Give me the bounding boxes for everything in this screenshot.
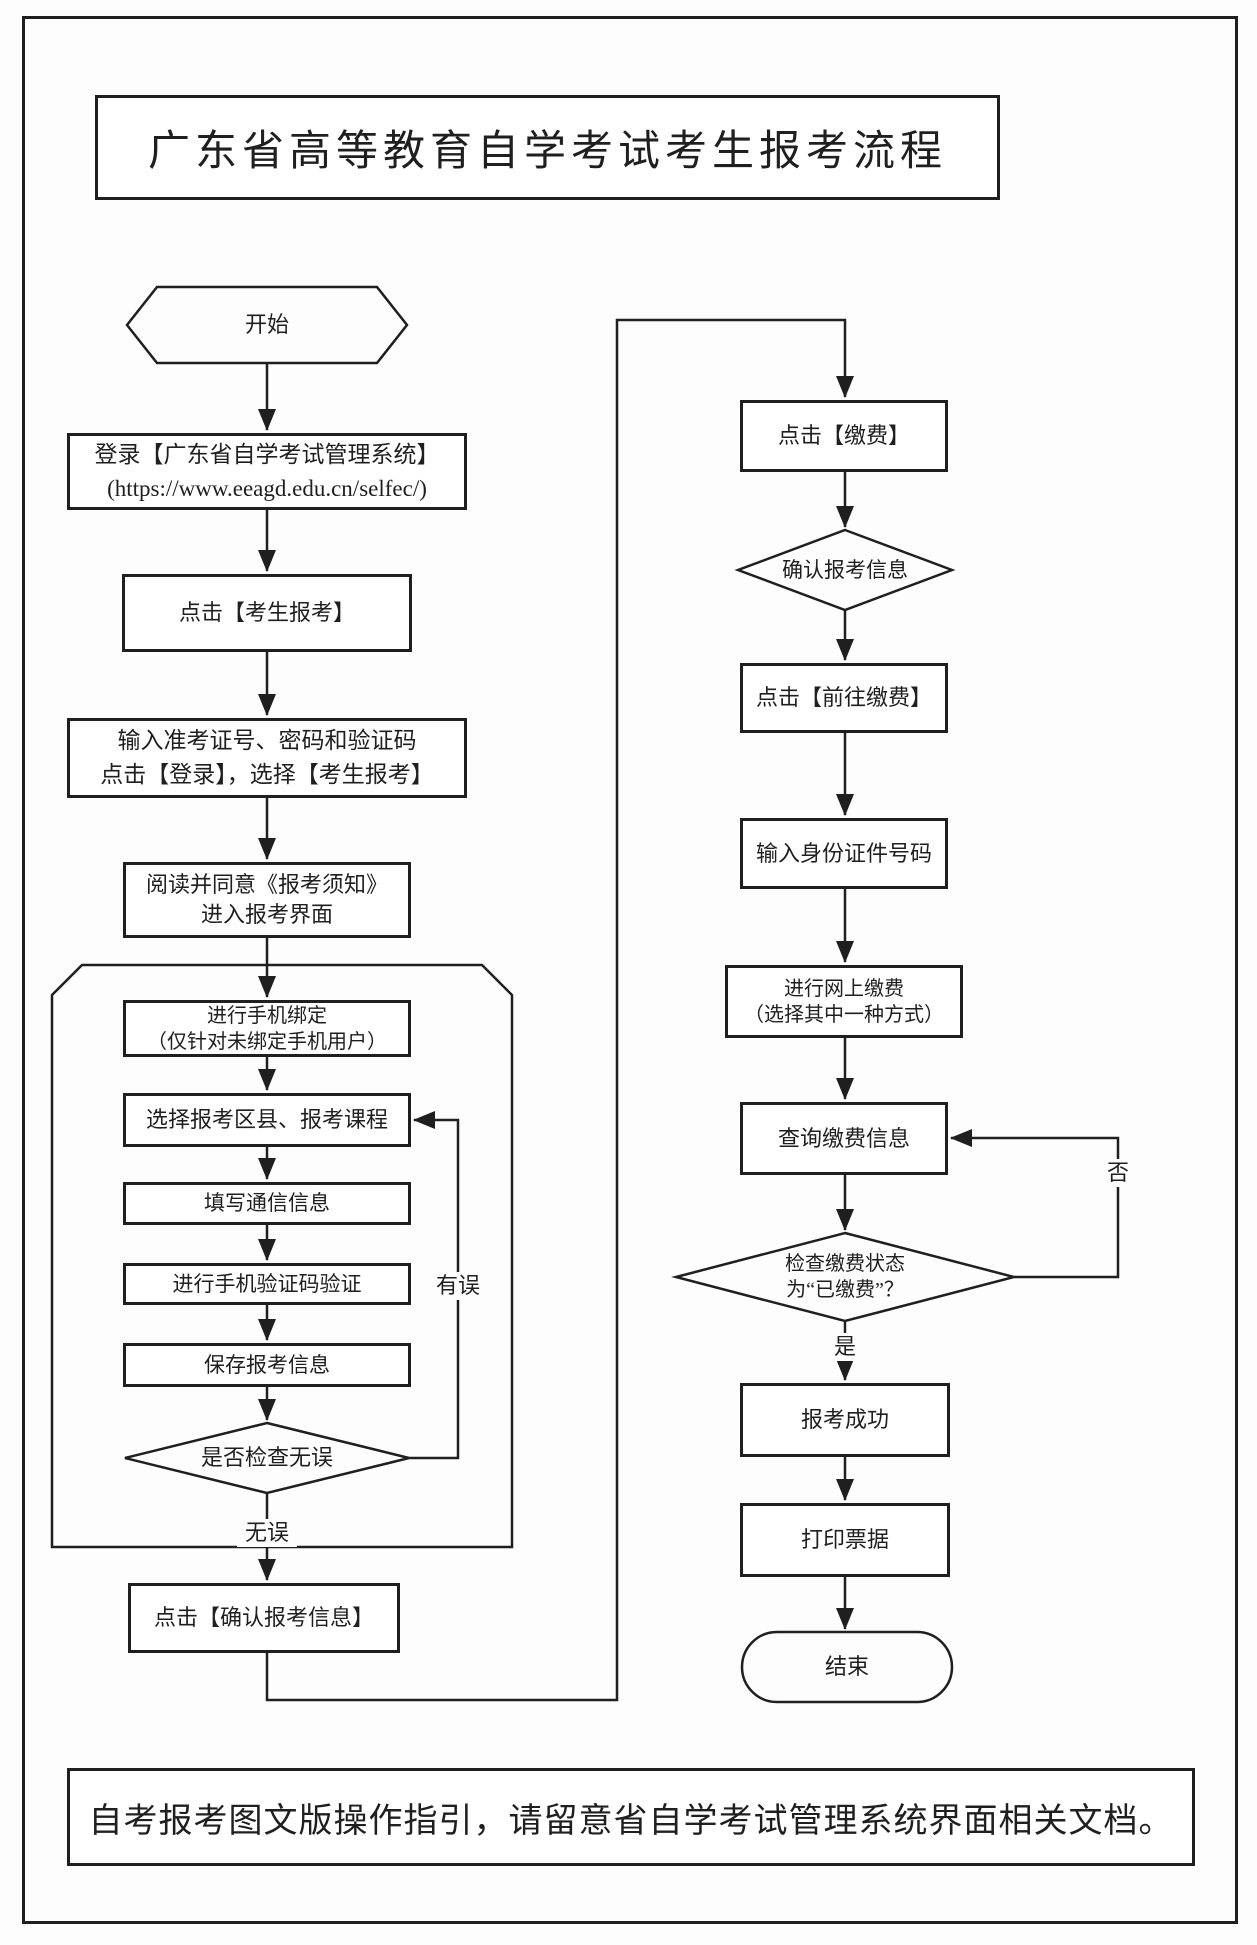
edge-label-no-error: 无误	[237, 1519, 297, 1547]
node-online-pay-line1: 进行网上缴费	[784, 977, 904, 1000]
node-select-area-course: 选择报考区县、报考课程	[123, 1093, 411, 1147]
node-print-receipt-label: 打印票据	[800, 1527, 889, 1552]
outer-border	[22, 16, 1238, 1924]
node-input-id: 输入身份证件号码	[740, 818, 948, 889]
node-confirm-info-label: 点击【确认报考信息】	[153, 1605, 374, 1630]
edge-label-no: 否	[1102, 1159, 1134, 1187]
decision-check-ok-label: 是否检查无误	[200, 1445, 333, 1470]
decision-check-paid: 检查缴费状态 为“已缴费”？	[676, 1235, 1014, 1319]
node-read-notice-line2: 进入报考界面	[200, 902, 333, 927]
node-save-info-label: 保存报考信息	[204, 1352, 330, 1377]
node-click-register-label: 点击【考生报考】	[178, 600, 355, 625]
node-confirm-info: 点击【确认报考信息】	[128, 1583, 400, 1653]
node-click-pay-label: 点击【缴费】	[777, 423, 910, 448]
node-select-area-course-label: 选择报考区县、报考课程	[145, 1107, 388, 1132]
node-verify-sms-label: 进行手机验证码验证	[172, 1271, 362, 1296]
node-input-id-label: 输入身份证件号码	[755, 840, 932, 866]
node-query-pay: 查询缴费信息	[740, 1102, 948, 1175]
node-verify-sms: 进行手机验证码验证	[123, 1263, 411, 1305]
node-bind-phone-line2: （仅针对未绑定手机用户）	[147, 1030, 387, 1053]
decision-confirm-reg-label: 确认报考信息	[782, 557, 908, 582]
node-go-pay: 点击【前往缴费】	[740, 663, 948, 733]
start-hexagon-shape	[125, 285, 409, 365]
start-terminal: 开始	[127, 287, 407, 363]
node-online-pay: 进行网上缴费 （选择其中一种方式）	[725, 965, 963, 1038]
decision-check-ok: 是否检查无误	[125, 1425, 409, 1491]
decision-check-paid-line1: 检查缴费状态	[785, 1253, 905, 1275]
node-bind-phone-line1: 进行手机绑定	[207, 1004, 327, 1027]
node-bind-phone: 进行手机绑定 （仅针对未绑定手机用户）	[123, 1000, 411, 1057]
decision-check-paid-line2: 为“已缴费”？	[786, 1279, 904, 1301]
node-read-notice-line1: 阅读并同意《报考须知》	[145, 872, 388, 897]
footer-note: 自考报考图文版操作指引，请留意省自学考试管理系统界面相关文档。	[67, 1768, 1195, 1866]
node-query-pay-label: 查询缴费信息	[777, 1125, 910, 1151]
node-login-line1: 登录【广东省自学考试管理系统】	[94, 441, 440, 467]
loop-container-shape	[50, 963, 514, 1549]
node-go-pay-label: 点击【前往缴费】	[755, 685, 932, 710]
edge-no-loop	[950, 1129, 1120, 1279]
decision-confirm-reg: 确认报考信息	[738, 532, 952, 608]
page-title: 广东省高等教育自学考试考生报考流程	[95, 95, 1000, 200]
node-read-notice: 阅读并同意《报考须知》 进入报考界面	[123, 862, 411, 938]
node-save-info: 保存报考信息	[123, 1343, 411, 1387]
node-fill-contact-label: 填写通信信息	[204, 1191, 330, 1215]
edge-label-has-error: 有误	[428, 1272, 488, 1300]
node-success-label: 报考成功	[800, 1407, 889, 1432]
node-success: 报考成功	[740, 1383, 950, 1457]
end-terminal: 结束	[742, 1632, 952, 1702]
node-login-system: 登录【广东省自学考试管理系统】 (https://www.eeagd.edu.c…	[67, 433, 467, 510]
node-input-credentials-line1: 输入准考证号、密码和验证码	[117, 728, 417, 753]
edge-confirm-clickpay	[265, 318, 854, 1702]
node-click-pay: 点击【缴费】	[740, 400, 948, 472]
node-print-receipt: 打印票据	[740, 1503, 950, 1577]
node-click-register: 点击【考生报考】	[122, 574, 412, 652]
node-online-pay-line2: （选择其中一种方式）	[744, 1003, 944, 1026]
start-label: 开始	[244, 312, 289, 337]
node-input-credentials: 输入准考证号、密码和验证码 点击【登录】，选择【考生报考】	[67, 718, 467, 798]
end-label: 结束	[824, 1654, 869, 1679]
end-terminal-shape	[740, 1630, 954, 1704]
edge-label-yes: 是	[829, 1333, 861, 1361]
node-input-credentials-line2: 点击【登录】，选择【考生报考】	[100, 762, 434, 787]
node-login-line2: (https://www.eeagd.edu.cn/selfec/)	[107, 475, 427, 501]
node-fill-contact: 填写通信信息	[123, 1182, 411, 1225]
